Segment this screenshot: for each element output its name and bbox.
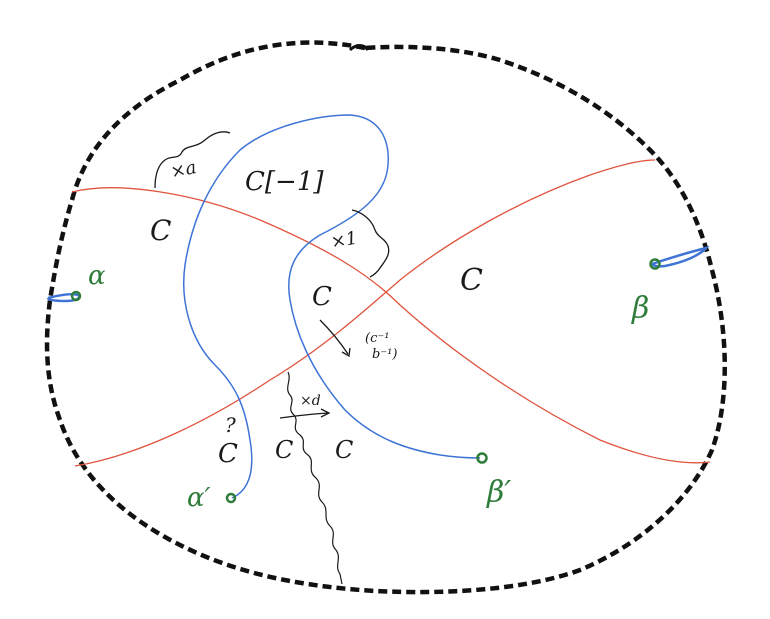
- red-curve-ascending: [74, 159, 656, 467]
- label-alpha-prime: α′: [187, 483, 211, 513]
- label-xa: ×a: [169, 157, 199, 183]
- label-beta-prime: β′: [486, 475, 511, 510]
- label-matrix-bottom: b⁻¹): [372, 347, 397, 362]
- xd-arrow-head: [320, 408, 331, 418]
- label-alpha: α: [88, 261, 106, 291]
- boundary-notch: [348, 44, 370, 52]
- label-c-center: C: [312, 282, 332, 312]
- label-c-bottom-left: C: [218, 439, 238, 469]
- label-c-bottom-mid: C: [275, 436, 293, 464]
- label-c-minus-one: C[−1]: [245, 167, 324, 197]
- blue-loop-beta: [651, 245, 710, 268]
- label-matrix-top: (c⁻¹: [365, 331, 389, 346]
- dashed-boundary: [44, 40, 727, 595]
- wavy-cut: [287, 371, 343, 585]
- blue-curve: [183, 114, 481, 499]
- red-curve-descending: [71, 187, 711, 464]
- label-x1: ×1: [329, 228, 359, 253]
- label-xd: ×d: [300, 393, 321, 409]
- xd-arrow: [279, 412, 329, 419]
- puncture-beta: [649, 258, 661, 270]
- label-c-bottom-mid2: C: [335, 436, 353, 464]
- puncture-beta-prime: [476, 452, 488, 464]
- brace-a: [154, 131, 231, 189]
- label-question-mark: ?: [225, 413, 236, 437]
- label-c-left: C: [150, 214, 171, 247]
- brace-1: [351, 209, 390, 278]
- puncture-alpha: [70, 290, 82, 302]
- puncture-alpha-prime: [225, 492, 237, 504]
- matrix-arrow: [319, 319, 349, 355]
- label-beta: β: [631, 291, 649, 326]
- matrix-arrow-head: [341, 347, 351, 358]
- label-c-right: C: [460, 263, 483, 298]
